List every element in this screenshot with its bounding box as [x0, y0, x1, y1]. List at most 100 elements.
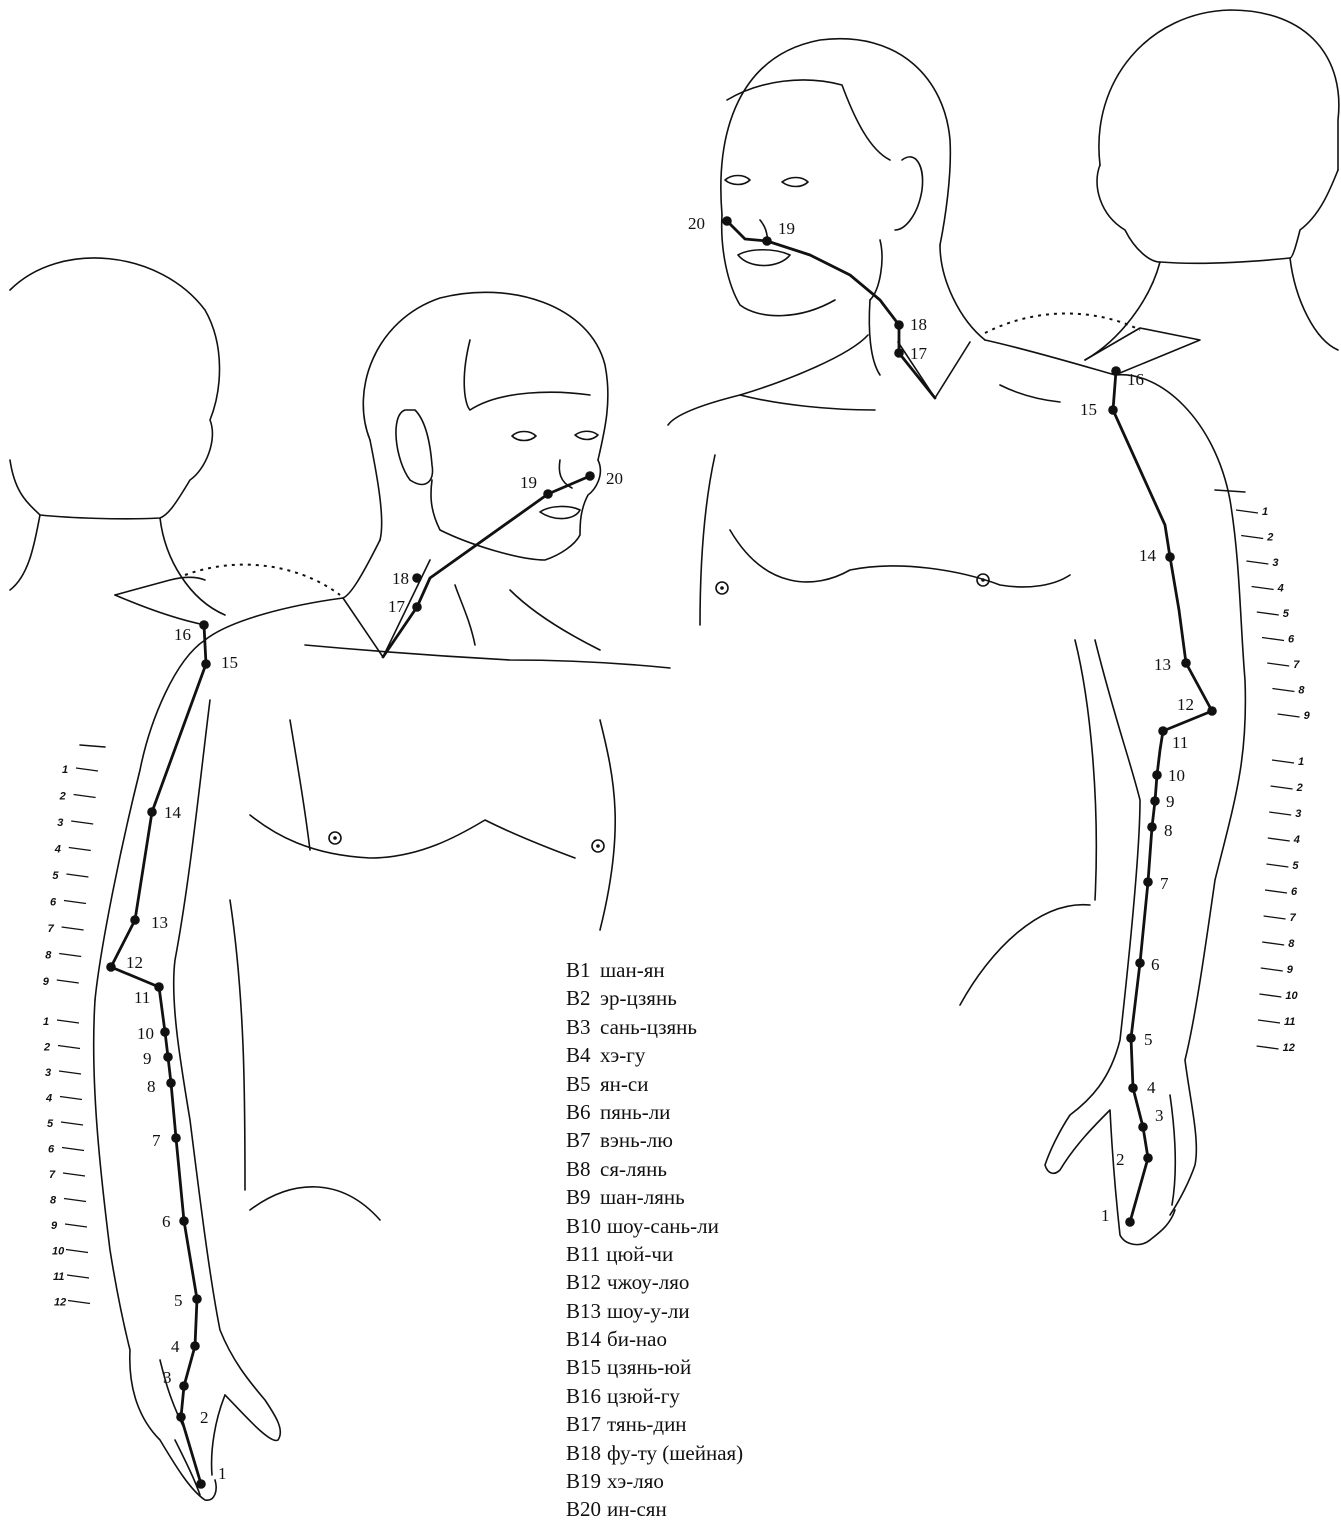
scale-tick — [1241, 536, 1263, 539]
scale-label: 5 — [1283, 608, 1290, 620]
scale-tick — [1272, 689, 1294, 692]
acupoint-marker — [166, 1078, 176, 1088]
scale-label: 8 — [1298, 685, 1305, 697]
scale-tick — [60, 1097, 82, 1100]
scale-label: 11 — [1284, 1016, 1295, 1028]
legend-code: B13 — [566, 1297, 601, 1325]
scale-label: 6 — [50, 897, 57, 909]
scale-tick — [1236, 510, 1258, 513]
acupoint-marker — [199, 620, 209, 630]
acupoint-label: 1 — [1101, 1206, 1110, 1225]
scale-label: 7 — [1290, 912, 1297, 924]
acupoint-label: 8 — [147, 1077, 156, 1096]
scale-label: 7 — [48, 923, 55, 935]
scale-label: 6 — [1291, 886, 1298, 898]
acupoint-marker — [192, 1294, 202, 1304]
acupoint-marker — [179, 1216, 189, 1226]
right-figure-body — [668, 39, 1245, 1245]
left-cun-scale: 123456789123456789101112 — [43, 745, 105, 1309]
acupoint-label: 10 — [1168, 766, 1185, 785]
scale-tick — [62, 927, 84, 930]
scale-tick — [66, 1250, 88, 1253]
acupoint-label: 10 — [137, 1024, 154, 1043]
scale-tick — [68, 1301, 90, 1304]
scale-label: 1 — [1262, 506, 1268, 518]
legend-code: B10 — [566, 1212, 601, 1240]
legend-code: B12 — [566, 1268, 601, 1296]
scale-tick — [65, 1224, 87, 1227]
legend-code: B9 — [566, 1183, 594, 1211]
acupoint-marker — [176, 1412, 186, 1422]
scale-label: 5 — [52, 870, 59, 882]
legend-name: цзянь-юй — [607, 1355, 691, 1379]
scale-tick — [64, 901, 86, 904]
scale-label: 4 — [45, 1093, 52, 1105]
point-legend: B1шан-янB2эр-цзяньB3сань-цзяньB4хэ-гуB5я… — [566, 956, 743, 1524]
acupoint-marker — [543, 489, 553, 499]
acupoint-label: 11 — [1172, 733, 1188, 752]
acupoint-label: 18 — [392, 569, 409, 588]
scale-tick — [1269, 812, 1291, 815]
acupoint-label: 20 — [688, 214, 705, 233]
scale-label: 3 — [1272, 557, 1278, 569]
legend-item: B1шан-ян — [566, 956, 743, 984]
acupoint-marker — [179, 1381, 189, 1391]
legend-name: фу-ту (шейная) — [607, 1441, 743, 1465]
scale-tick — [1261, 968, 1283, 971]
legend-name: ян-си — [600, 1072, 648, 1096]
back-head-right — [1085, 10, 1339, 360]
legend-code: B2 — [566, 984, 594, 1012]
left-acupoints: 1234567891011121314151617181920 — [106, 469, 623, 1489]
legend-code: B7 — [566, 1126, 594, 1154]
acupoint-marker — [190, 1341, 200, 1351]
legend-name: вэнь-лю — [600, 1128, 673, 1152]
acupoint-label: 7 — [152, 1131, 161, 1150]
scale-tick — [1264, 916, 1286, 919]
legend-item: B3сань-цзянь — [566, 1013, 743, 1041]
acupoint-label: 4 — [1147, 1078, 1156, 1097]
legend-code: B3 — [566, 1013, 594, 1041]
legend-name: хэ-гу — [600, 1043, 645, 1067]
scale-tick — [69, 848, 91, 851]
scale-tick — [1257, 1046, 1279, 1049]
acupoint-label: 9 — [1166, 792, 1175, 811]
scale-spine — [1215, 490, 1245, 492]
legend-item: B4хэ-гу — [566, 1041, 743, 1069]
acupoint-label: 5 — [174, 1291, 183, 1310]
legend-name: цюй-чи — [606, 1242, 673, 1266]
scale-label: 4 — [1293, 834, 1300, 846]
acupoint-label: 20 — [606, 469, 623, 488]
legend-name: би-нао — [607, 1327, 667, 1351]
legend-code: B19 — [566, 1467, 601, 1495]
scale-tick — [62, 1148, 84, 1151]
scale-tick — [1259, 994, 1281, 997]
acupoint-marker — [412, 602, 422, 612]
legend-name: пянь-ли — [600, 1100, 670, 1124]
acupoint-label: 19 — [778, 219, 795, 238]
acupoint-marker — [160, 1027, 170, 1037]
scale-tick — [64, 1199, 86, 1202]
acupoint-marker — [171, 1133, 181, 1143]
legend-name: ин-сян — [607, 1497, 667, 1521]
scale-tick — [76, 768, 98, 771]
acupoint-label: 3 — [1155, 1106, 1164, 1125]
scale-spine — [80, 745, 105, 747]
legend-code: B1 — [566, 956, 594, 984]
scale-tick — [1262, 942, 1284, 945]
scale-tick — [1271, 786, 1293, 789]
scale-label: 4 — [1277, 583, 1284, 595]
legend-item: B7вэнь-лю — [566, 1126, 743, 1154]
acupoint-label: 15 — [1080, 400, 1097, 419]
scale-tick — [1265, 890, 1287, 893]
scale-label: 10 — [1285, 990, 1298, 1002]
scale-label: 1 — [43, 1016, 49, 1028]
scale-label: 3 — [1295, 808, 1301, 820]
acupoint-label: 7 — [1160, 874, 1169, 893]
